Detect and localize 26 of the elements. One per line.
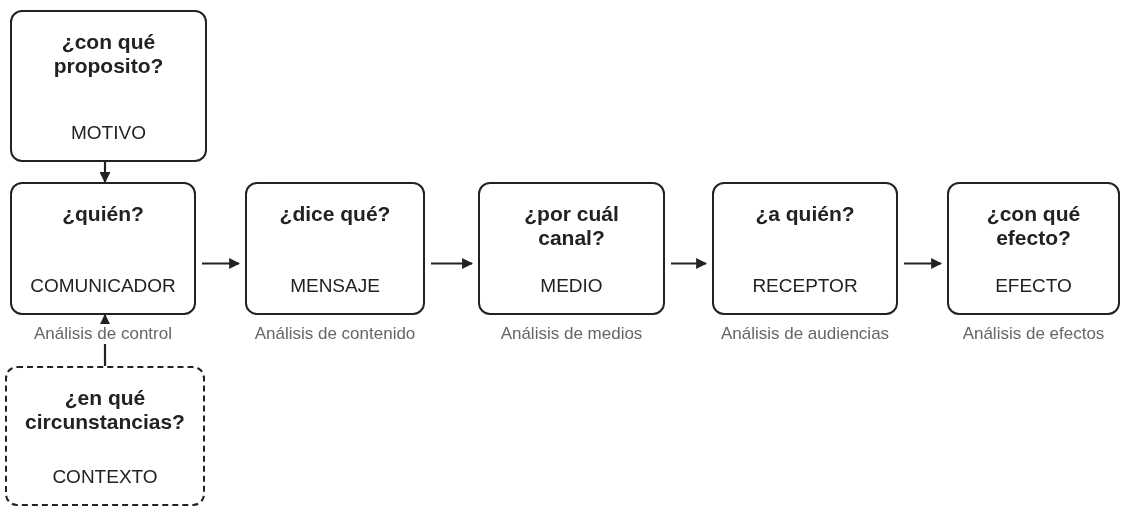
- box-question: ¿con qué proposito?: [52, 30, 165, 79]
- box-label: MEDIO: [540, 275, 603, 297]
- box-label: RECEPTOR: [752, 275, 858, 297]
- process-box: [712, 182, 898, 315]
- process-box: [245, 182, 425, 315]
- box-label: MOTIVO: [71, 122, 146, 144]
- box-question: ¿dice qué?: [278, 202, 392, 227]
- process-box: [947, 182, 1120, 315]
- box-label: MENSAJE: [290, 275, 380, 297]
- arrow: [904, 258, 943, 269]
- arrow: [431, 258, 474, 269]
- box-question: ¿en qué circunstancias?: [24, 386, 186, 435]
- arrow: [99, 162, 111, 184]
- process-box: [10, 182, 196, 315]
- box-label: EFECTO: [995, 275, 1072, 297]
- box-question: ¿con qué efecto?: [985, 202, 1082, 251]
- process-box: [10, 10, 207, 162]
- box-label: CONTEXTO: [52, 466, 158, 488]
- box-question: ¿a quién?: [754, 202, 856, 227]
- arrow: [202, 258, 241, 269]
- box-label: COMUNICADOR: [30, 275, 176, 297]
- box-question: ¿por cuál canal?: [523, 202, 620, 251]
- process-box: [478, 182, 665, 315]
- arrow: [671, 258, 708, 269]
- box-question: ¿quién?: [61, 202, 145, 227]
- dashed-box: [5, 366, 205, 506]
